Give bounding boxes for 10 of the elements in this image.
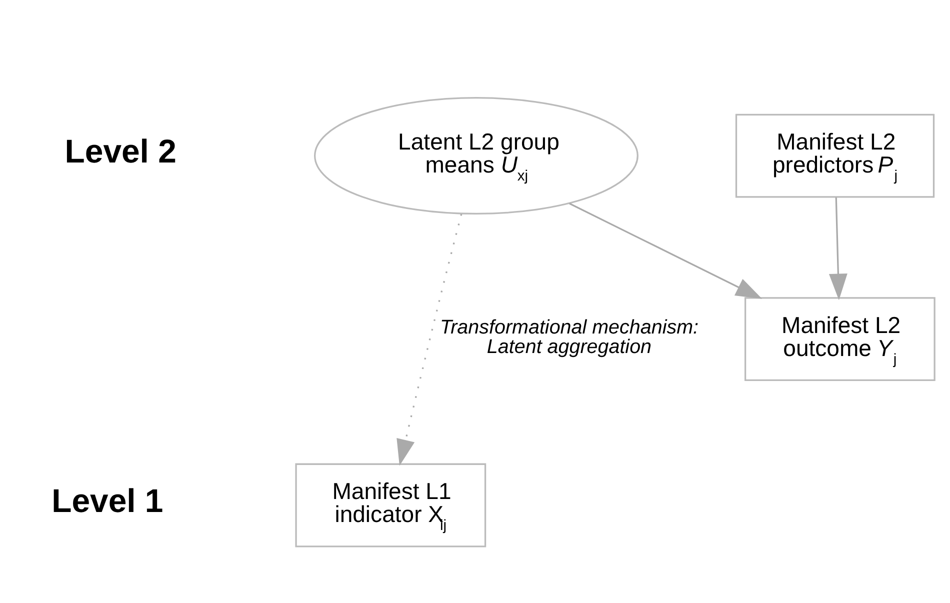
node-ellipse: Latent L2 group means U$_{xj}$ bbox=[314, 97, 638, 215]
edge-label: Transformational mechanism: Latent aggregation bbox=[440, 316, 698, 358]
arrow bbox=[396, 214, 462, 466]
node-box: Manifest L1 indicator X$_{ij}$ bbox=[295, 463, 486, 548]
node-box: Manifest L2 predictors P$_{j}$ bbox=[735, 114, 935, 198]
node-box: Manifest L2 outcome Y$_{j}$ bbox=[744, 297, 936, 382]
label: Level 1 bbox=[52, 482, 164, 519]
arrow bbox=[828, 197, 848, 300]
arrow bbox=[569, 202, 762, 299]
label: Level 2 bbox=[64, 132, 176, 170]
